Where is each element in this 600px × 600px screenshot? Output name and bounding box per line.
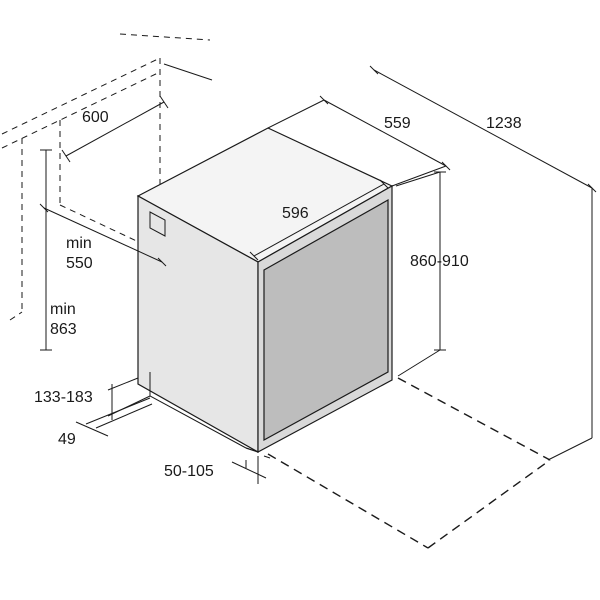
- label-appliance-width: 596: [282, 205, 309, 222]
- label-niche-height-value: 863: [50, 321, 77, 338]
- label-appliance-depth: 559: [384, 115, 411, 132]
- label-plinth-height: 133-183: [34, 389, 93, 406]
- side-recess: [149, 211, 166, 237]
- label-door-open-depth: 1238: [486, 115, 522, 132]
- plinth-corner: [245, 447, 259, 453]
- label-niche-height-min: min: [50, 301, 76, 318]
- dishwasher-body: [136, 127, 394, 454]
- door-swing-outline: [267, 377, 551, 549]
- label-appliance-height: 860-910: [410, 253, 469, 270]
- label-niche-width: 600: [82, 109, 109, 126]
- label-niche-depth-min: min: [66, 235, 92, 252]
- label-plinth-depth: 49: [58, 431, 76, 448]
- label-niche-depth-value: 550: [66, 255, 93, 272]
- dimension-lines: [39, 63, 597, 484]
- label-door-gap: 50-105: [164, 463, 214, 480]
- dimension-labels: 600 559 1238 596 860-910 min 550 min 863…: [34, 109, 522, 480]
- door-panel: [263, 198, 389, 442]
